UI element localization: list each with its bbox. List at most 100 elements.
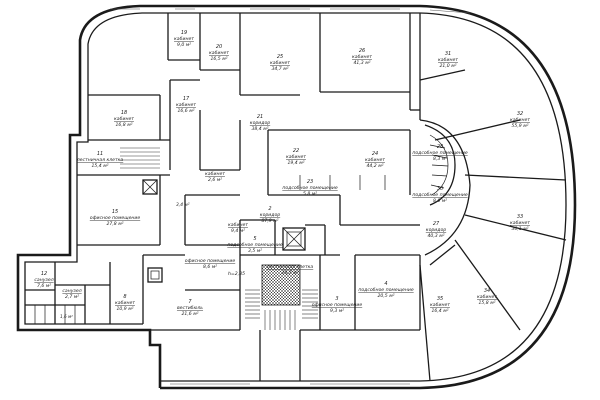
room-number: 3 (335, 296, 338, 302)
elevator-shaft-left (142, 179, 158, 195)
room-area: 21,0 м² (440, 63, 457, 69)
outer-wall-inner-line (87, 12, 567, 382)
room-area: 38,4 м² (252, 126, 269, 132)
height-note: h=2,85 (228, 271, 245, 277)
room-area: 55,9 м² (512, 123, 529, 129)
outer-wall-top-right (78, 4, 577, 390)
room-number: 32 (517, 111, 523, 117)
room-number: 24 (372, 151, 378, 157)
room-area: 8,6 м² (203, 264, 217, 270)
room-name: лестничная клетка (76, 158, 124, 163)
room-number: 30 (437, 186, 443, 192)
room-name: санузел (62, 289, 81, 294)
room-number: 12 (41, 271, 47, 277)
room-name: подсобное помещение (227, 242, 283, 248)
room-number: 23 (307, 179, 313, 185)
room-name: подсобное помещение (412, 150, 468, 156)
room-name: коридор (260, 213, 280, 218)
stair-steps (245, 289, 318, 330)
room-number: 25 (277, 54, 283, 60)
room-number: 15 (112, 209, 118, 215)
room-area: 19,4 м² (288, 160, 305, 166)
room-number: 18 (121, 110, 127, 116)
room-number: 17 (183, 96, 190, 102)
room-area: 16,8 м² (116, 122, 133, 128)
room-area: 7,6 м² (37, 283, 51, 289)
room-number: 33 (517, 214, 523, 220)
room-name: коридор (250, 121, 270, 126)
outer-wall-left-inner (24, 95, 143, 325)
inner-walls (25, 13, 567, 382)
room-name: кабинет (510, 220, 530, 226)
room-name: кабинет (510, 117, 530, 123)
room-area: 16,5 м² (211, 56, 228, 62)
room-name: офисное помещение (90, 215, 141, 221)
room-area: 21,6 м² (182, 311, 199, 317)
room-area: 9,0 м² (177, 42, 191, 48)
room-number: 2 (268, 206, 271, 212)
room-area: 36,1 м² (512, 226, 529, 232)
room-area: 26,7 м² (282, 270, 299, 276)
room-name: подсобное помещение (282, 185, 338, 191)
room-number: 31 (445, 51, 451, 57)
room-name: санузел (34, 278, 53, 283)
room-name: кабинет (286, 154, 306, 160)
room-area: 15,8 м² (479, 300, 496, 306)
outer-wall-left (16, 95, 162, 388)
room-area: 40,3 м² (428, 233, 445, 239)
room-area: 44,2 м² (367, 163, 384, 169)
room-number: 11 (97, 151, 103, 157)
room-number: 19 (181, 30, 187, 36)
room-area: 9,3 м² (330, 308, 344, 314)
room-name: кабинет (430, 302, 450, 308)
room-number: 34 (484, 288, 490, 294)
room-name: подсобное помещение (412, 192, 468, 198)
room-name: офисное помещение (185, 258, 236, 264)
room-number: 28 (437, 144, 443, 150)
room-area: 16,4 м² (432, 308, 449, 314)
room-name: лестничная клетка (266, 265, 314, 270)
room-area: 9,4 м² (231, 228, 245, 234)
room-number: 7 (188, 299, 192, 305)
room-number: 26 (359, 48, 365, 54)
column-box (147, 267, 163, 283)
room-area: 34,7 м² (272, 66, 289, 72)
room-number: 20 (216, 44, 222, 50)
room-number: 5 (253, 236, 256, 242)
room-area: 20,5 м² (378, 293, 395, 299)
room-area: 15,4 м² (92, 163, 109, 169)
room-area: 5,8 м² (303, 191, 317, 197)
room-name: кабинет (115, 300, 135, 306)
room-name: кабинет (176, 102, 196, 108)
room-name: кабинет (205, 171, 225, 177)
